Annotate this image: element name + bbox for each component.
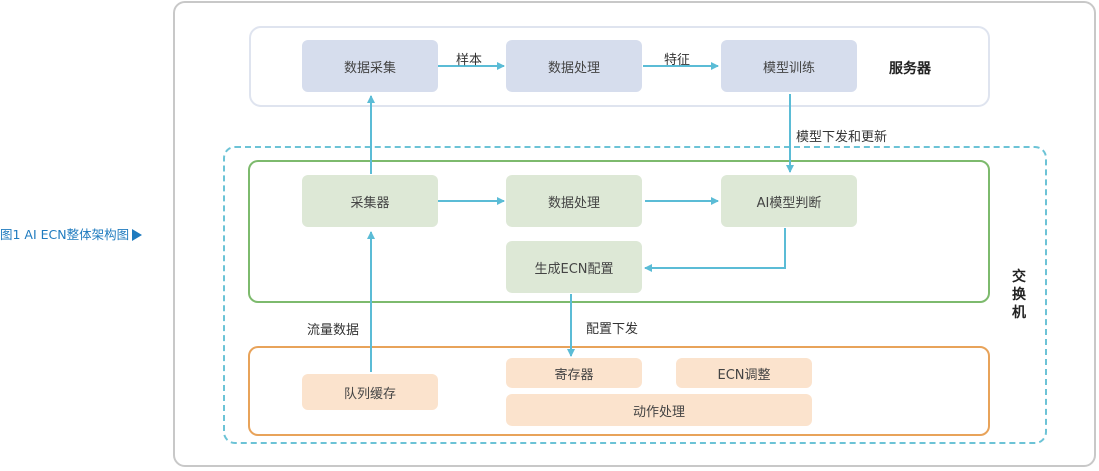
collector-box: 采集器 bbox=[302, 175, 438, 227]
action-process-label: 动作处理 bbox=[632, 404, 685, 420]
figure-caption: 图1 AI ECN整体架构图 bbox=[0, 226, 143, 244]
edge-label-sample: 样本 bbox=[456, 53, 483, 68]
queue-cache-box: 队列缓存 bbox=[302, 374, 438, 410]
register-box: 寄存器 bbox=[506, 358, 642, 388]
ai-model-judge-label: AI模型判断 bbox=[756, 195, 822, 211]
server-data-process-box: 数据处理 bbox=[506, 40, 642, 92]
action-process-box: 动作处理 bbox=[506, 394, 812, 426]
model-push-label: 模型下发和更新 bbox=[796, 130, 888, 145]
server-data-collect-label: 数据采集 bbox=[343, 60, 396, 76]
switch-label: 交换机 bbox=[1012, 269, 1026, 321]
figure-caption-text: 图1 AI ECN整体架构图 bbox=[0, 227, 130, 242]
server-label: 服务器 bbox=[889, 61, 931, 77]
switch-data-process-label: 数据处理 bbox=[547, 195, 600, 211]
server-data-process-label: 数据处理 bbox=[547, 60, 600, 76]
queue-cache-label: 队列缓存 bbox=[343, 386, 396, 402]
gen-ecn-config-box: 生成ECN配置 bbox=[506, 241, 642, 293]
ai-model-judge-box: AI模型判断 bbox=[721, 175, 857, 227]
config-push-label: 配置下发 bbox=[586, 322, 639, 337]
server-model-train-label: 模型训练 bbox=[762, 60, 815, 76]
ecn-adjust-label: ECN调整 bbox=[717, 367, 771, 383]
ecn-adjust-box: ECN调整 bbox=[676, 358, 812, 388]
edge-label-feature: 特征 bbox=[664, 53, 691, 68]
switch-boundary bbox=[223, 146, 1047, 444]
register-label: 寄存器 bbox=[554, 367, 594, 383]
gen-ecn-config-label: 生成ECN配置 bbox=[534, 261, 614, 277]
server-data-collect-box: 数据采集 bbox=[302, 40, 438, 92]
switch-control-panel bbox=[248, 160, 990, 303]
caption-arrow-icon bbox=[132, 229, 143, 241]
flow-data-label: 流量数据 bbox=[307, 323, 360, 338]
server-model-train-box: 模型训练 bbox=[721, 40, 857, 92]
switch-data-process-box: 数据处理 bbox=[506, 175, 642, 227]
switch-hardware-panel bbox=[248, 346, 990, 436]
collector-label: 采集器 bbox=[350, 195, 390, 211]
